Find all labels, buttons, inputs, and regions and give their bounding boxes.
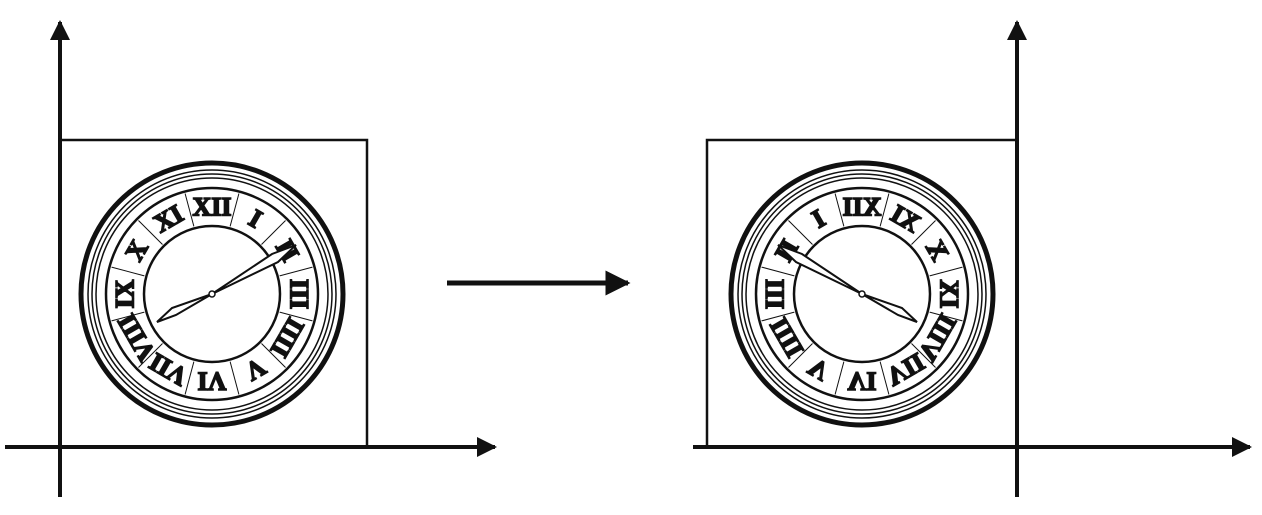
hour-hand [861, 293, 918, 323]
clock-divider [279, 266, 313, 277]
clock-divider [929, 311, 963, 322]
minute-hand [211, 244, 297, 295]
clock-ring [792, 224, 932, 364]
clock-divider [834, 361, 845, 395]
clock-divider [138, 343, 163, 368]
right-square-frame [705, 138, 1019, 449]
original-clock: XIIIIIIIIIIIIVVIVIIVIIIIXXXI [78, 160, 346, 428]
clock-divider [111, 311, 145, 322]
clock-divider [911, 220, 936, 245]
clock-ring [142, 224, 282, 364]
clock-divider [761, 266, 795, 277]
clock-ring [741, 173, 983, 415]
clock-center-pin [208, 290, 216, 298]
clock-divider [138, 220, 163, 245]
clock-divider [279, 311, 313, 322]
clock-divider [184, 193, 195, 227]
clock-ring [754, 186, 970, 402]
clock-numeral: XII [842, 193, 881, 222]
clock-numeral: VI [848, 367, 877, 396]
minute-hand [777, 244, 863, 295]
clock-numeral: IX [935, 279, 964, 308]
clock-divider [788, 220, 813, 245]
clock-divider [111, 266, 145, 277]
clock-ring [745, 177, 979, 411]
clock-numeral: XII [192, 193, 231, 222]
clock-ring [737, 169, 987, 419]
left-square-frame [58, 138, 369, 449]
clock-divider [911, 343, 936, 368]
clock-divider [788, 343, 813, 368]
clock-ring [95, 177, 329, 411]
clock-numeral: III [761, 279, 790, 309]
clock-numeral: VI [198, 367, 227, 396]
clock-divider [879, 361, 890, 395]
clock-divider [229, 361, 240, 395]
clock-divider [229, 193, 240, 227]
clock-center-pin [858, 290, 866, 298]
clock-numeral: III [285, 279, 314, 309]
left-axes [5, 20, 497, 497]
right-axes [693, 20, 1252, 497]
reflected-clock: XIIIIIIIIIIIIVVIVIIVIIIIXXXI [728, 160, 996, 428]
clock-numeral: IX [111, 279, 140, 308]
clock-divider [761, 311, 795, 322]
clock-divider [261, 343, 286, 368]
clock-divider [929, 266, 963, 277]
clock-divider [261, 220, 286, 245]
clock-ring [104, 186, 320, 402]
clock-divider [879, 193, 890, 227]
clock-ring [91, 173, 333, 415]
hour-hand [156, 293, 213, 323]
clock-ring [87, 169, 337, 419]
clock-divider [184, 361, 195, 395]
clock-divider [834, 193, 845, 227]
